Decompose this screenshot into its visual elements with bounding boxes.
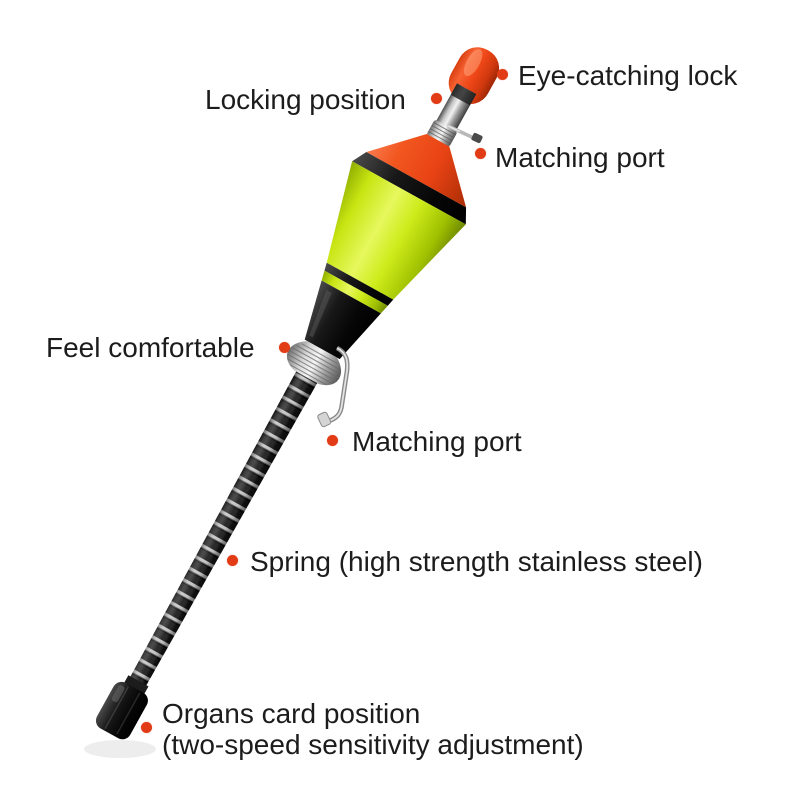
label-matching-port-top: Matching port <box>495 142 665 173</box>
callout-dot-spring <box>227 555 238 566</box>
bottom-cap-facet <box>116 692 141 735</box>
stem-lock-coil-lines <box>428 122 456 145</box>
collar-coil-lines <box>286 343 341 386</box>
cone-green-body <box>326 161 466 300</box>
spring-shading <box>127 371 318 692</box>
collar-wire-hook <box>317 345 350 428</box>
cone-thin-black-stripe <box>324 262 394 306</box>
label-matching-port-middle: Matching port <box>352 426 522 457</box>
callout-dot-locking-position <box>431 93 442 104</box>
cone-orange-section <box>366 134 467 208</box>
label-locking-position: Locking position <box>205 84 406 115</box>
callout-dot-organs-card-position <box>141 722 152 733</box>
label-eye-catching-lock: Eye-catching lock <box>518 60 738 91</box>
top-cap-highlight <box>463 49 483 77</box>
cone-green-stripe <box>321 270 388 314</box>
label-spring: Spring (high strength stainless steel) <box>250 546 703 577</box>
callout-dot-feel-comfortable <box>279 342 290 353</box>
top-matching-port-pin <box>447 124 483 144</box>
label-organs-line-1: Organs card position <box>162 698 421 729</box>
label-organs-line-2: (two-speed sensitivity adjustment) <box>162 729 584 760</box>
callout-dot-matching-port-middle <box>327 435 338 446</box>
float-shadow <box>84 740 156 758</box>
label-organs-card-position: Organs card position (two-speed sensitiv… <box>162 698 584 760</box>
stem-dark-band <box>450 83 477 106</box>
bottom-cap-highlight <box>111 685 125 703</box>
bottom-cap-neck <box>123 675 149 696</box>
cone-black-base <box>304 280 381 360</box>
float-body-group <box>95 47 500 740</box>
bottom-cap-facet <box>104 686 129 730</box>
cone-shoulder-band <box>352 152 467 225</box>
black-base-gloss <box>309 290 332 338</box>
label-feel-comfortable: Feel comfortable <box>46 332 255 363</box>
callout-dot-matching-port-top <box>475 148 486 159</box>
callout-dot-eye-catching-lock <box>497 69 508 80</box>
float-bottom-cap <box>95 681 148 740</box>
